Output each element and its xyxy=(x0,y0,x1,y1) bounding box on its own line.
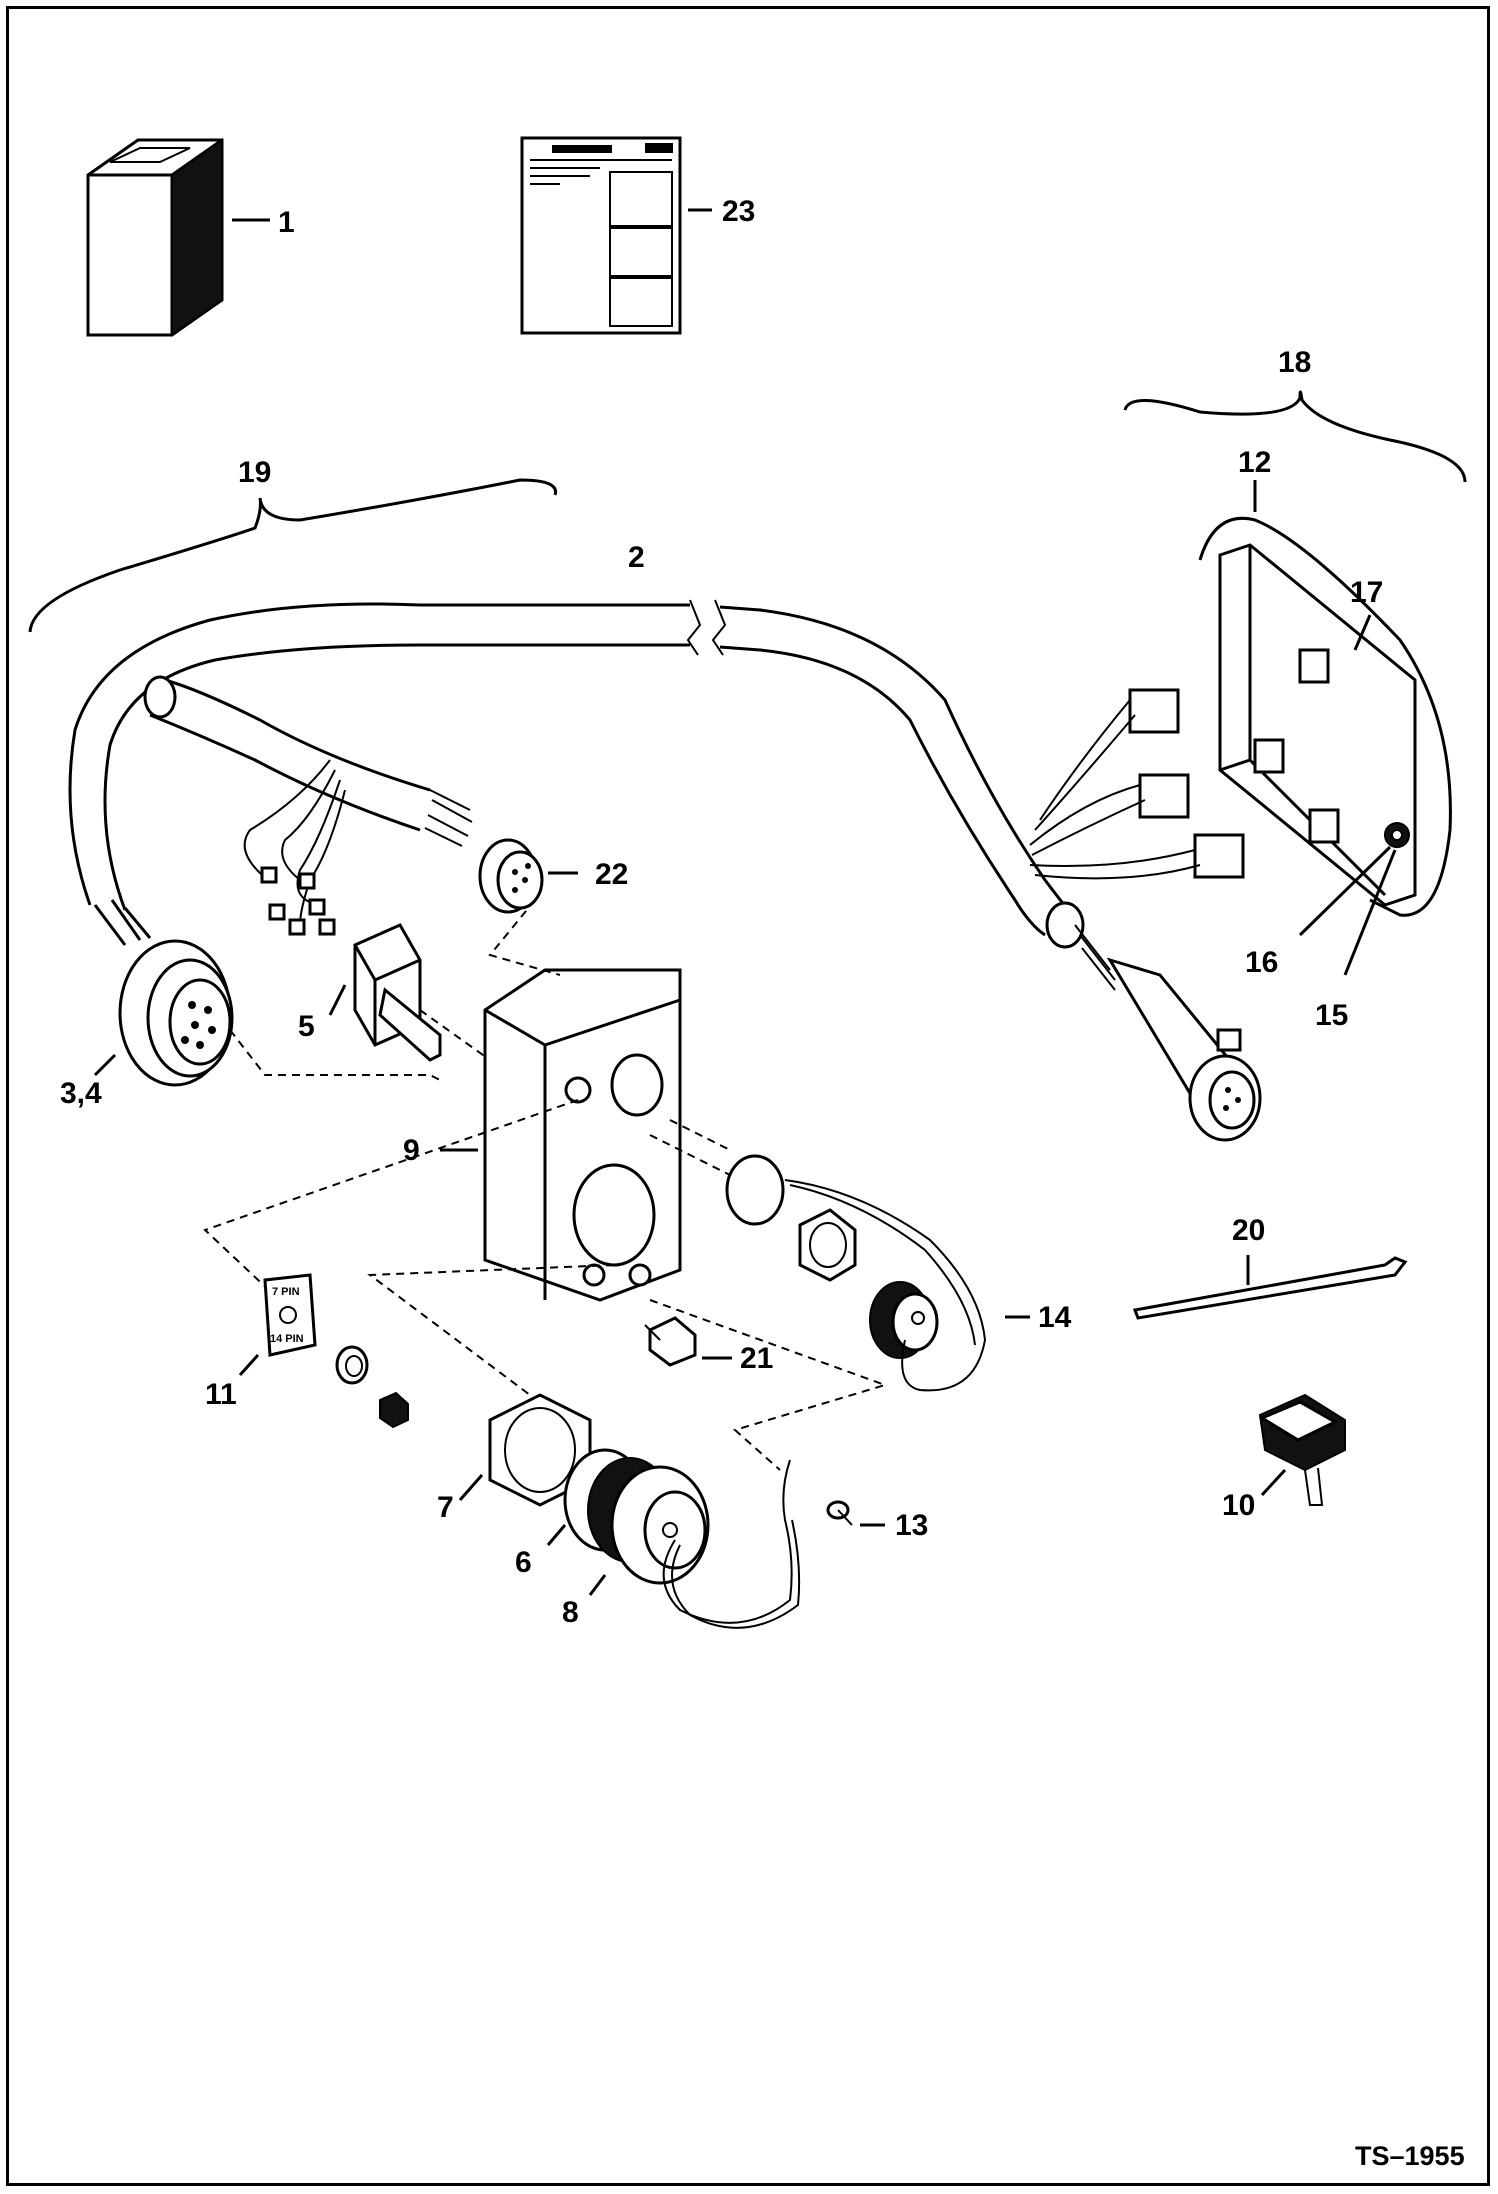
callout-11: 11 xyxy=(205,1378,237,1411)
part-1-box xyxy=(86,138,270,337)
part-20-cable-tie xyxy=(1132,1255,1408,1320)
harness-2 xyxy=(68,599,1072,937)
part-21-screw xyxy=(644,1316,732,1367)
reference-number: TS–1955 xyxy=(1355,2141,1465,2171)
part-12-17-panel xyxy=(1029,480,1452,976)
callout-14: 14 xyxy=(1038,1301,1072,1334)
part-9-box xyxy=(440,968,682,1302)
part-8-receptacle xyxy=(546,1448,801,1629)
callout-10: 10 xyxy=(1222,1489,1255,1522)
part-7-nut xyxy=(458,1393,592,1507)
callout-5: 5 xyxy=(298,1010,315,1043)
decal-text-7pin: 7 PIN xyxy=(272,1286,300,1298)
part-3-4-connector xyxy=(93,899,441,1087)
part-14-receptacle xyxy=(725,1154,1030,1392)
callout-21: 21 xyxy=(740,1342,773,1375)
callout-12: 12 xyxy=(1238,446,1271,479)
callout-16: 16 xyxy=(1245,946,1278,979)
callout-19: 19 xyxy=(238,456,271,489)
part-5-switch xyxy=(328,923,491,1062)
callout-20: 20 xyxy=(1232,1214,1265,1247)
callout-17: 17 xyxy=(1350,576,1383,609)
callout-labels: 1 23 18 19 12 2 17 22 16 15 5 3,4 9 20 1… xyxy=(60,195,1383,1629)
part-23-instruction-sheet xyxy=(520,136,712,335)
part-10-knob xyxy=(1258,1393,1346,1506)
bracket-18 xyxy=(1123,390,1467,483)
decal-text-14pin: 14 PIN xyxy=(270,1333,304,1345)
callout-8: 8 xyxy=(562,1596,579,1629)
callout-6: 6 xyxy=(515,1546,532,1579)
part-11-decal: 7 PIN 14 PIN xyxy=(238,1273,409,1429)
callout-23: 23 xyxy=(722,195,755,228)
callout-7: 7 xyxy=(437,1491,454,1524)
callout-3-4: 3,4 xyxy=(60,1077,102,1110)
bracket-19 xyxy=(28,478,558,633)
harness-branch-22 xyxy=(143,675,578,914)
callout-22: 22 xyxy=(595,858,628,891)
callout-13: 13 xyxy=(895,1509,928,1542)
callout-18: 18 xyxy=(1278,346,1311,379)
callout-2: 2 xyxy=(628,541,645,574)
callout-15: 15 xyxy=(1315,999,1348,1032)
guide-lines xyxy=(203,899,889,1471)
callout-1: 1 xyxy=(278,206,295,239)
part-13-rivet xyxy=(826,1500,885,1527)
loose-wires xyxy=(243,759,346,936)
harness-right-end xyxy=(1045,901,1262,1142)
callout-9: 9 xyxy=(403,1134,420,1167)
